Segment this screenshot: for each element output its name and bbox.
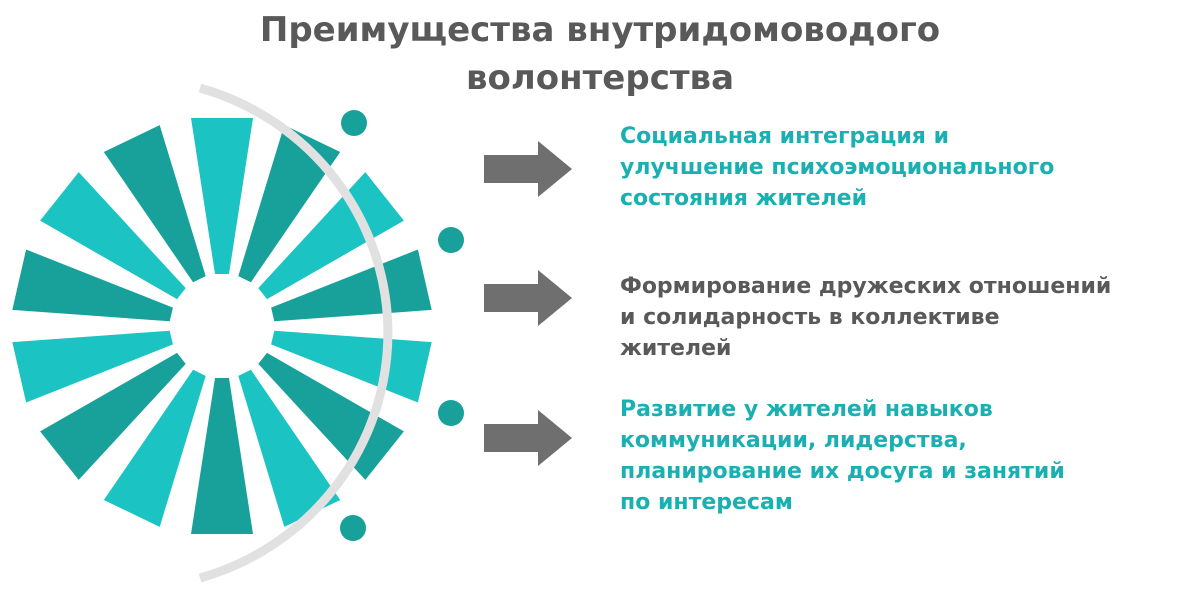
benefit-2-line-3: жителей — [620, 336, 732, 361]
timeline-arc — [198, 83, 393, 583]
timeline-dot-icon — [341, 110, 367, 136]
wheel-blade — [40, 352, 186, 480]
pinwheel-graphic — [12, 118, 432, 534]
benefit-3-line-4: по интересам — [620, 490, 793, 515]
wheel-blade — [12, 330, 173, 403]
wheel-blade — [103, 125, 206, 283]
benefit-3-line-1: Развитие у жителей навыков — [620, 397, 993, 422]
wheel-blade — [238, 369, 341, 527]
benefit-2-line-2: и солидарность в коллективе — [620, 305, 1000, 330]
right-arrow-icon — [484, 270, 572, 326]
timeline-dot-icon — [340, 515, 366, 541]
wheel-blade — [191, 378, 253, 534]
wheel-blade — [191, 118, 253, 274]
benefit-3-line-3: планирование их досуга и занятий — [620, 459, 1065, 484]
timeline-dot-icon — [438, 227, 464, 253]
wheel-blade — [271, 249, 432, 322]
timeline-dots — [340, 110, 464, 541]
benefit-skills-development: Развитие у жителей навыков коммуникации,… — [620, 394, 1190, 518]
title-line-1: Преимущества внутридомоводого — [259, 10, 941, 50]
benefit-1-line-2: улучшение психоэмоционального — [620, 155, 1055, 180]
page-title: Преимущества внутридомоводого волонтерст… — [150, 6, 1050, 102]
wheel-blade — [238, 125, 341, 283]
benefit-2-line-1: Формирование дружеских отношений — [620, 274, 1112, 299]
timeline-dot-icon — [438, 400, 464, 426]
benefit-social-integration: Социальная интеграция и улучшение психоэ… — [620, 121, 1190, 214]
right-arrow-icon — [484, 410, 572, 466]
wheel-blade — [40, 172, 186, 300]
benefit-1-line-3: состояния жителей — [620, 186, 868, 211]
arrows — [484, 141, 572, 466]
benefit-3-line-2: коммуникации, лидерства, — [620, 428, 967, 453]
right-arrow-icon — [484, 141, 572, 197]
benefit-friendly-relations: Формирование дружеских отношений и солид… — [620, 271, 1190, 364]
wheel-blade — [12, 249, 173, 322]
wheel-blade — [258, 352, 404, 480]
benefit-1-line-1: Социальная интеграция и — [620, 124, 949, 149]
wheel-blade — [258, 172, 404, 300]
wheel-blade — [103, 369, 206, 527]
title-line-2: волонтерства — [465, 58, 735, 98]
